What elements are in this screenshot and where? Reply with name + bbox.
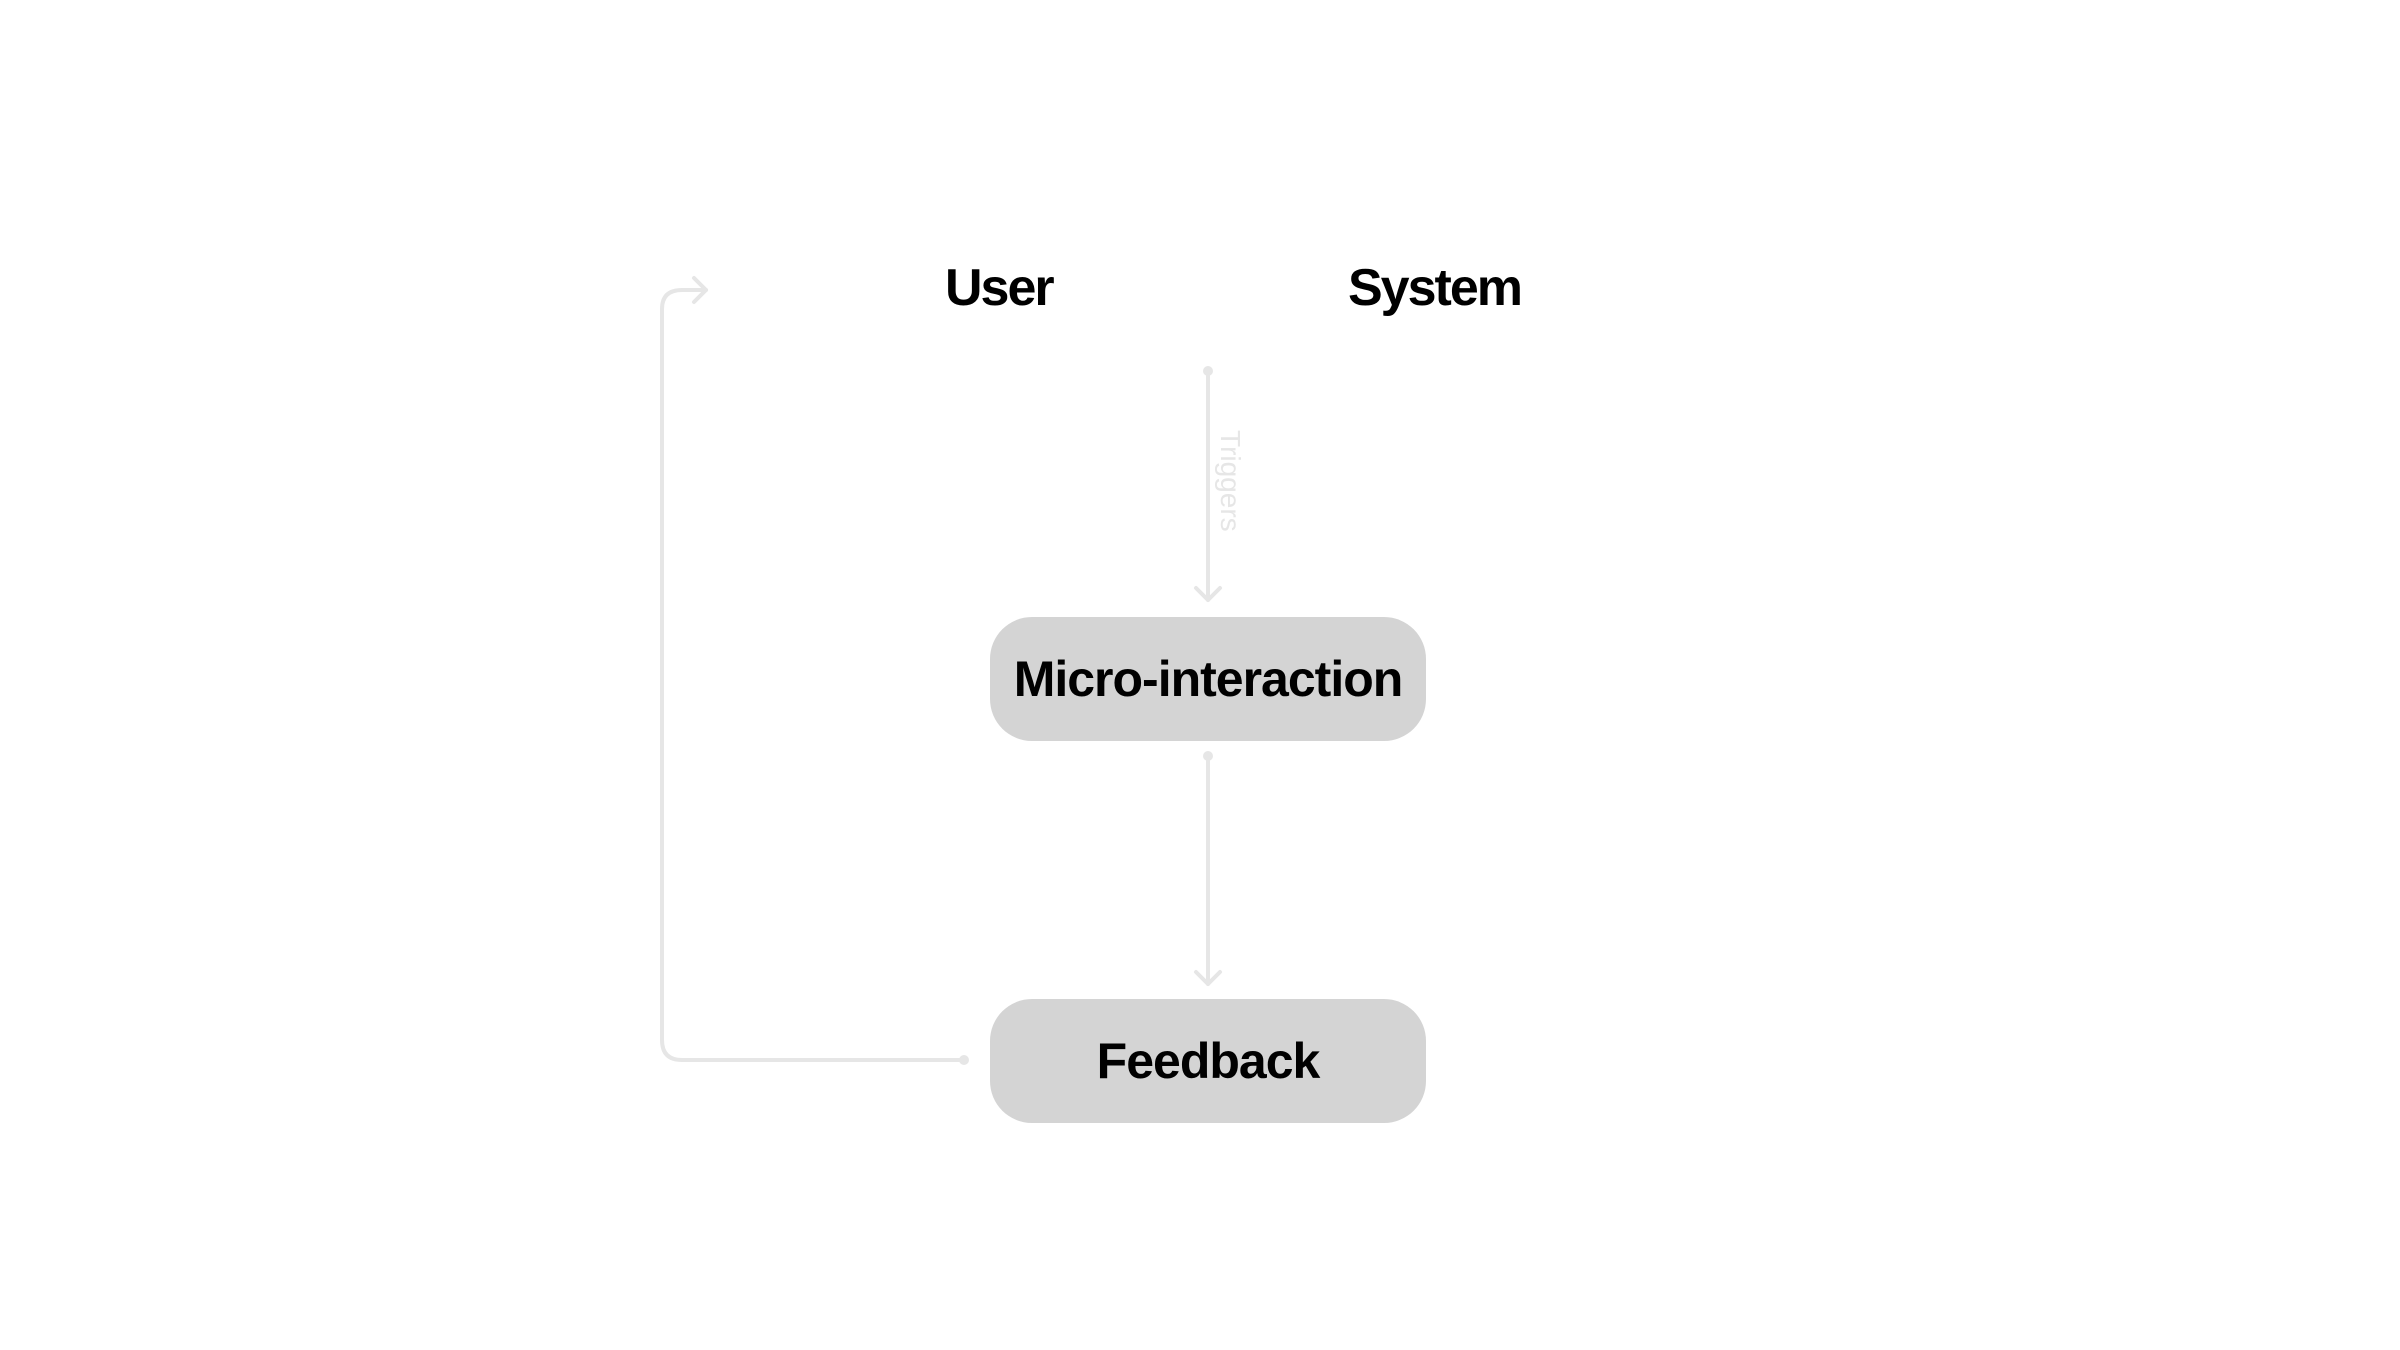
- feedback-connector: [1194, 754, 1222, 986]
- triggers-connector: [1194, 369, 1222, 602]
- loop-back-connector: [660, 276, 966, 1062]
- lane-label-system: System: [1348, 259, 1523, 317]
- feedback-node: Feedback: [990, 999, 1426, 1123]
- feedback-label: Feedback: [1096, 1033, 1321, 1089]
- triggers-start-dot: [1203, 366, 1213, 376]
- edge-label-triggers: Triggers: [1215, 430, 1246, 532]
- feedback-start-dot: [1203, 751, 1213, 761]
- lane-label-user: User: [945, 259, 1055, 317]
- micro-interaction-label: Micro-interaction: [1013, 651, 1404, 707]
- loop-start-dot: [959, 1055, 969, 1065]
- micro-interaction-node: Micro-interaction: [990, 617, 1426, 741]
